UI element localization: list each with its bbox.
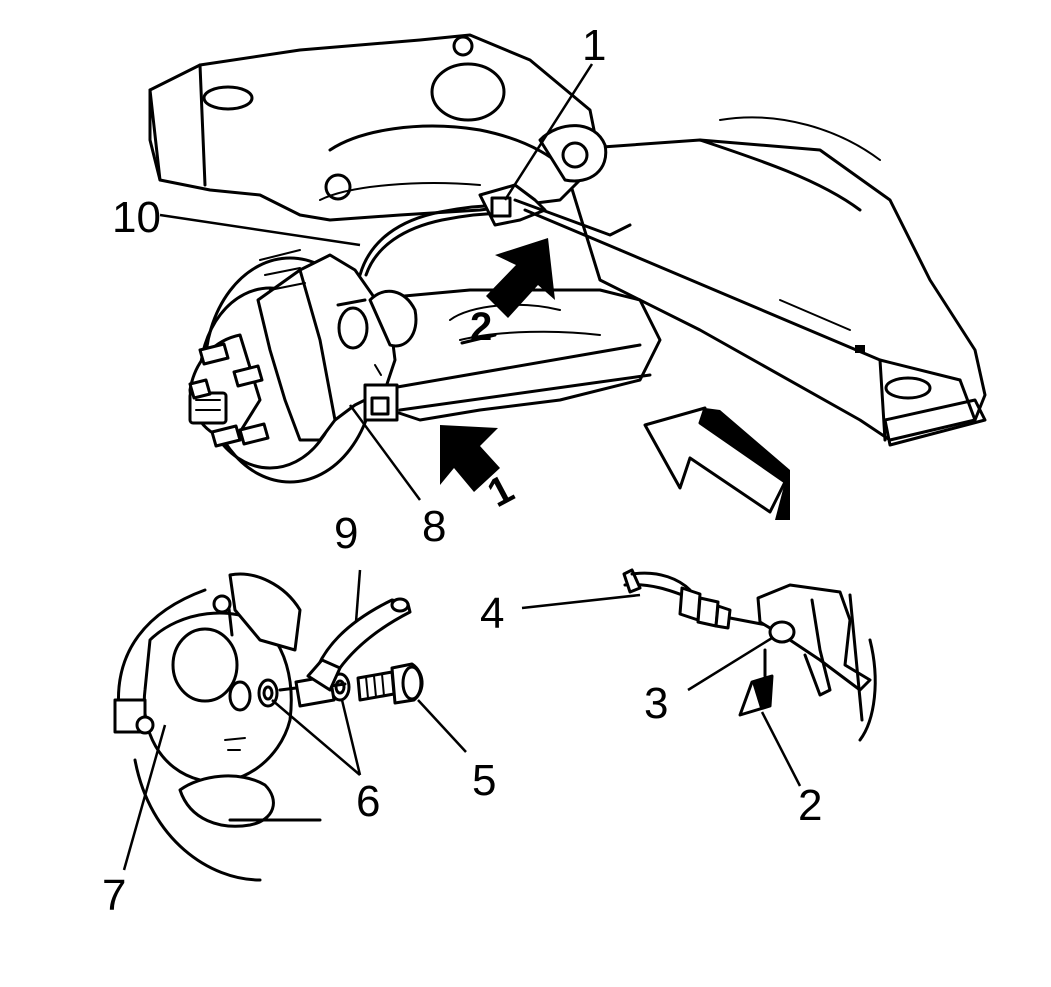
callout-labels: 1 10 8 9 4 3 5 6 2 7 xyxy=(102,21,822,920)
leader-4 xyxy=(521,593,641,610)
leader-10 xyxy=(159,213,361,247)
crossmember xyxy=(148,33,608,222)
hose-nut xyxy=(768,620,796,644)
callout-6: 6 xyxy=(356,777,380,826)
arrow-step-1-label: 1 xyxy=(481,467,521,516)
hose-bracket xyxy=(478,183,632,252)
leader-6 xyxy=(271,699,362,776)
callout-10: 10 xyxy=(112,193,161,242)
callout-4: 4 xyxy=(480,589,504,638)
callout-9: 9 xyxy=(334,509,358,558)
frame-rail xyxy=(558,116,987,447)
leader-3 xyxy=(687,636,773,692)
arrow-step-1: 1 xyxy=(440,425,521,516)
arrow-step-2-label: 2 xyxy=(470,305,492,349)
caliper-detail-view xyxy=(113,569,467,882)
upper-suspension-view: 2 1 xyxy=(148,33,987,520)
wheel-studs xyxy=(188,342,270,448)
leader-1 xyxy=(503,63,594,201)
front-direction-arrow xyxy=(643,406,790,520)
callout-5: 5 xyxy=(472,756,496,805)
callout-2: 2 xyxy=(798,781,822,830)
brake-caliper xyxy=(256,249,418,442)
callout-8: 8 xyxy=(422,502,446,551)
callout-3: 3 xyxy=(644,679,668,728)
leader-9 xyxy=(354,569,362,623)
retaining-clip xyxy=(738,648,774,717)
leader-5 xyxy=(417,699,467,753)
leader-7 xyxy=(122,724,167,871)
callout-1: 1 xyxy=(582,21,606,70)
callout-7: 7 xyxy=(102,871,126,920)
arrow-step-2: 2 xyxy=(460,238,555,349)
banjo-bolt xyxy=(356,662,424,705)
brake-hose-end xyxy=(306,597,412,692)
frame-bracket-view xyxy=(521,568,877,787)
leader-2 xyxy=(760,711,802,787)
leader-8 xyxy=(348,404,422,501)
